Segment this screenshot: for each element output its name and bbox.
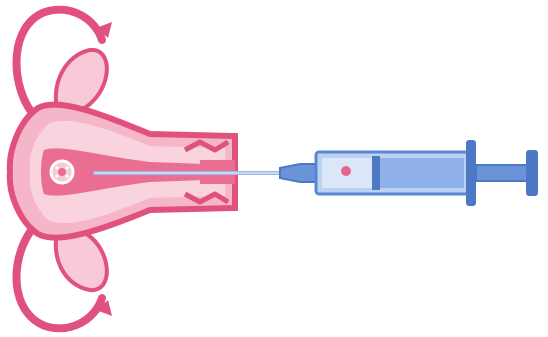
egg: [51, 161, 73, 183]
droplet-icon: [341, 166, 351, 176]
syringe: [280, 140, 538, 206]
